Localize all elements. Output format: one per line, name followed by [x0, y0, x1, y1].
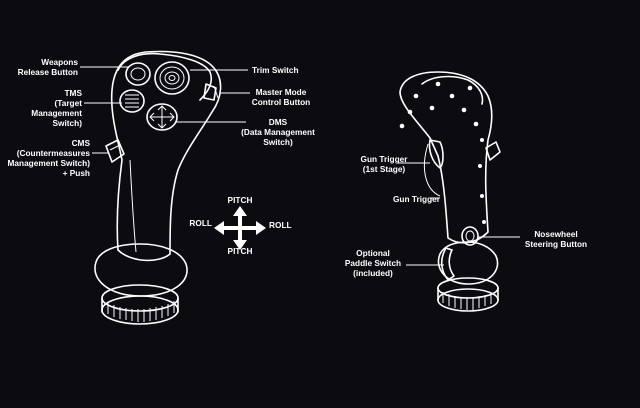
- roll-left-label: ROLL: [189, 218, 212, 228]
- paddle-switch-label: Optional Paddle Switch (included): [344, 248, 402, 278]
- gun-trigger-label: Gun Trigger: [392, 194, 440, 204]
- axis-arrows: [214, 206, 266, 250]
- weapons-release-label: Weapons Release Button: [17, 57, 78, 77]
- right-leader-lines: [398, 162, 520, 266]
- right-joystick-drawing: [399, 71, 501, 312]
- pitch-bottom-label: PITCH: [227, 246, 253, 256]
- gun-trigger-first-stage-label: Gun Trigger (1st Stage): [360, 154, 408, 174]
- cms-label: CMS (Countermeasures Management Switch) …: [7, 138, 90, 178]
- nosewheel-steering-label: Nosewheel Steering Button: [524, 229, 588, 249]
- roll-right-label: ROLL: [269, 220, 292, 230]
- tms-label: TMS (Target Management Switch): [31, 88, 82, 128]
- trim-switch-label: Trim Switch: [252, 65, 299, 75]
- master-mode-label: Master Mode Control Button: [251, 87, 311, 107]
- left-leader-lines: [80, 66, 250, 154]
- dms-label: DMS (Data Management Switch): [241, 117, 315, 147]
- pitch-top-label: PITCH: [227, 195, 253, 205]
- left-joystick-drawing: [94, 50, 222, 325]
